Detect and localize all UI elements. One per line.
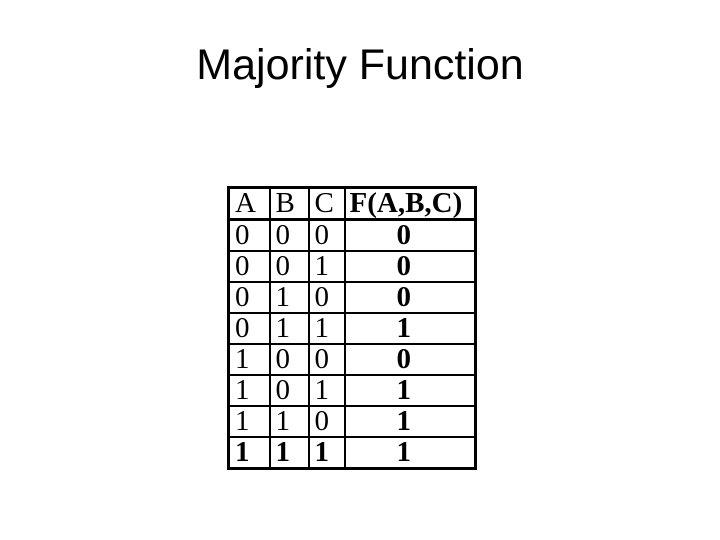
truth-table-cell: 1	[307, 436, 346, 470]
truth-table-cell: 1	[307, 312, 346, 345]
truth-table-cell: 1	[268, 405, 310, 438]
truth-table-cell: 0	[307, 405, 346, 438]
truth-table-cell: 0	[268, 218, 310, 252]
truth-table-cell: 0	[227, 281, 271, 314]
header-cell-a: A	[227, 186, 271, 221]
truth-table-cell: 1	[227, 436, 271, 470]
truth-table-cell: 0	[307, 218, 346, 252]
slide-title: Majority Function	[196, 41, 524, 89]
truth-table-cell: 0	[268, 374, 310, 407]
truth-table-cell: 0	[227, 218, 271, 252]
header-cell-b: B	[268, 186, 310, 221]
header-cell-f: F(A,B,C)	[343, 186, 477, 221]
truth-table-cell: 0	[227, 312, 271, 345]
truth-table: A B C F(A,B,C) 0 0 0 0 0 0 1 0 0 1 0	[227, 186, 477, 470]
truth-table-cell: 0	[343, 343, 477, 376]
truth-table-cell: 1	[268, 312, 310, 345]
truth-table-cell: 0	[307, 343, 346, 376]
table-row: 1 0 0 0	[227, 343, 477, 376]
table-row: 0 0 0 0	[227, 218, 477, 252]
table-row: 0 1 0 0	[227, 281, 477, 314]
table-row: 1 1 1 1	[227, 436, 477, 470]
truth-table-cell: 1	[343, 374, 477, 407]
truth-table-cell: 1	[268, 436, 310, 470]
table-row: 1 0 1 1	[227, 374, 477, 407]
truth-table-cell: 1	[227, 343, 271, 376]
truth-table-cell: 0	[343, 281, 477, 314]
truth-table-cell: 0	[307, 281, 346, 314]
truth-table-cell: 0	[343, 218, 477, 252]
truth-table-cell: 1	[307, 374, 346, 407]
truth-table-cell: 1	[343, 312, 477, 345]
header-cell-c: C	[307, 186, 346, 221]
truth-table-cell: 1	[227, 405, 271, 438]
truth-table-cell: 0	[227, 250, 271, 283]
table-row: 0 0 1 0	[227, 250, 477, 283]
truth-table-cell: 1	[343, 436, 477, 470]
truth-table-cell: 0	[343, 250, 477, 283]
truth-table-cell: 0	[268, 343, 310, 376]
truth-table-cell: 1	[227, 374, 271, 407]
truth-table-header-row: A B C F(A,B,C)	[227, 186, 477, 221]
truth-table-cell: 1	[307, 250, 346, 283]
table-row: 1 1 0 1	[227, 405, 477, 438]
truth-table-cell: 1	[268, 281, 310, 314]
truth-table-cell: 1	[343, 405, 477, 438]
table-row: 0 1 1 1	[227, 312, 477, 345]
truth-table-cell: 0	[268, 250, 310, 283]
